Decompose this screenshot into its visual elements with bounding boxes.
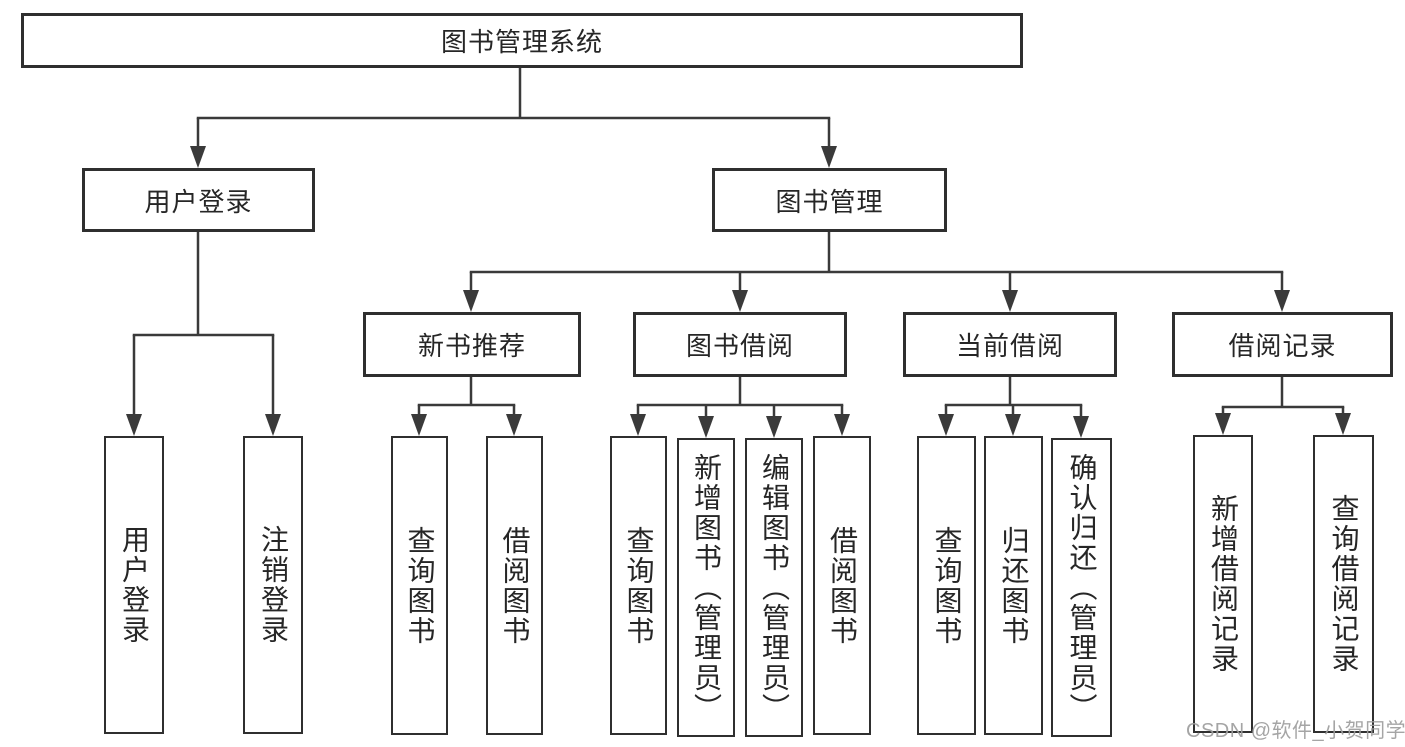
- node-user-login-label: 用户登录: [144, 186, 253, 217]
- csdn-watermark: CSDN @软件_小贺同学: [1186, 720, 1405, 742]
- leaf-current-confirm-return-admin: 确认归还（管理员）: [1051, 438, 1112, 737]
- leaf-newrec-query-book-label: 查询图书: [404, 525, 436, 646]
- leaf-user-login-label: 用户登录: [119, 525, 150, 645]
- node-new-book-recommend: 新书推荐: [363, 312, 581, 377]
- leaf-user-login: 用户登录: [104, 436, 164, 734]
- leaf-current-query-book-label: 查询图书: [931, 525, 963, 646]
- node-borrow-record-label: 借阅记录: [1228, 331, 1337, 361]
- node-book-management: 图书管理: [712, 168, 947, 232]
- leaf-current-return-book: 归还图书: [984, 436, 1043, 735]
- node-current-borrow: 当前借阅: [903, 312, 1117, 377]
- leaf-logout-label: 注销登录: [258, 525, 289, 645]
- leaf-borrow-query-book-label: 查询图书: [623, 525, 655, 646]
- leaf-newrec-borrow-book: 借阅图书: [486, 436, 543, 735]
- leaf-borrow-add-book-admin: 新增图书（管理员）: [677, 438, 735, 737]
- tree-edges: [132, 66, 1345, 409]
- leaf-newrec-query-book: 查询图书: [391, 436, 448, 735]
- node-root: 图书管理系统: [21, 13, 1023, 68]
- leaf-borrow-borrow-book-label: 借阅图书: [827, 525, 858, 646]
- leaf-record-add-label: 新增借阅记录: [1208, 494, 1239, 674]
- leaf-current-return-book-label: 归还图书: [998, 525, 1030, 646]
- node-book-management-label: 图书管理: [775, 186, 884, 217]
- leaf-borrow-borrow-book: 借阅图书: [813, 436, 871, 735]
- leaf-borrow-add-book-admin-label: 新增图书（管理员）: [691, 452, 722, 723]
- node-borrow-record: 借阅记录: [1172, 312, 1393, 377]
- leaf-borrow-edit-book-admin-label: 编辑图书（管理员）: [759, 452, 790, 723]
- node-book-borrow: 图书借阅: [633, 312, 847, 377]
- node-book-borrow-label: 图书借阅: [685, 331, 794, 361]
- node-current-borrow-label: 当前借阅: [955, 331, 1064, 361]
- leaf-borrow-query-book: 查询图书: [610, 436, 667, 735]
- node-root-label: 图书管理系统: [440, 27, 603, 57]
- leaf-current-confirm-return-admin-label: 确认归还（管理员）: [1066, 452, 1098, 723]
- leaf-current-query-book: 查询图书: [917, 436, 976, 735]
- node-new-book-recommend-label: 新书推荐: [417, 331, 526, 361]
- leaf-record-add: 新增借阅记录: [1193, 435, 1253, 733]
- leaf-borrow-edit-book-admin: 编辑图书（管理员）: [745, 438, 803, 737]
- leaf-logout: 注销登录: [243, 436, 303, 734]
- leaf-record-query-label: 查询借阅记录: [1328, 494, 1360, 674]
- leaf-newrec-borrow-book-label: 借阅图书: [499, 525, 531, 646]
- node-user-login: 用户登录: [82, 168, 315, 232]
- leaf-record-query: 查询借阅记录: [1313, 435, 1374, 733]
